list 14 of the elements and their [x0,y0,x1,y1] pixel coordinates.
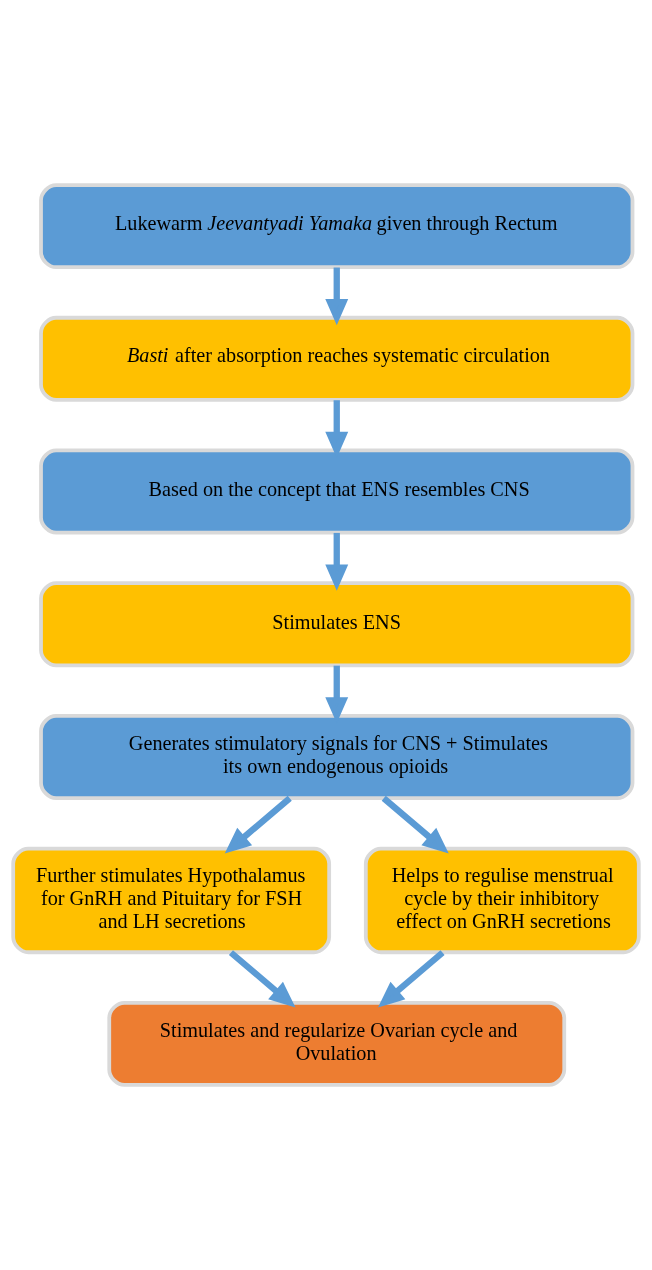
node-box: Basti after absorption reaches systematic circulation [39,315,635,402]
arrow [224,795,292,854]
node-box: Lukewarm Jeevantyadi Yamaka given through Rectum [39,183,635,270]
node-box: Helps to regulise menstrual cycle by their inhibitory effect on GnRH secretions [363,846,641,955]
node-box: Stimulates and regularize Ovarian cycle and Ovulation [107,1000,567,1087]
arrow [381,795,449,854]
node-box: Based on the concept that ENS resembles CNS [39,448,635,535]
arrow [377,950,445,1008]
node-box: Stimulates ENS [39,581,635,668]
arrow [228,950,296,1008]
arrow [325,532,349,591]
node-box: Further stimulates Hypothalamus for GnRH and Pituitary for FSH and LH secretions [11,846,332,955]
node-box: Generates stimulatory signals for CNS + Stimulates its own endogenous opioids [39,714,635,800]
arrow [325,267,349,326]
